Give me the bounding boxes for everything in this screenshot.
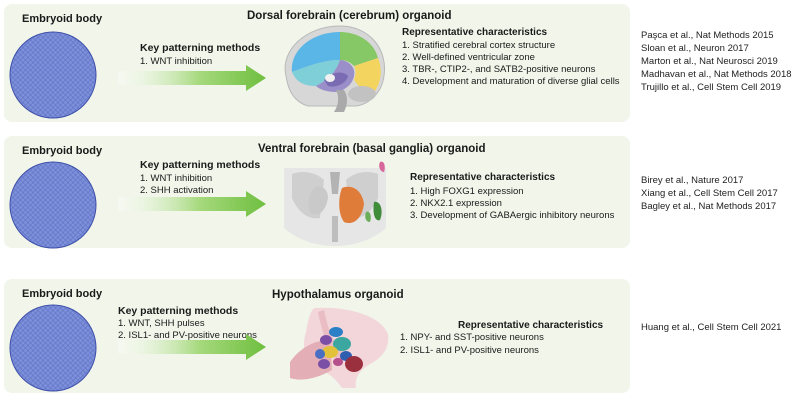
reference-item: Sloan et al., Neuron 2017 <box>641 43 749 54</box>
characteristics-title: Representative characteristics <box>410 172 556 183</box>
patterning-arrow <box>118 65 266 91</box>
reference-item: Paşca et al., Nat Methods 2015 <box>641 30 774 41</box>
organoid-title: Dorsal forebrain (cerebrum) organoid <box>247 10 452 22</box>
characteristics-title: Representative characteristics <box>402 27 548 38</box>
basal-ganglia-illustration <box>284 161 386 246</box>
characteristic-item: 1. Stratified cerebral cortex structure <box>402 40 556 51</box>
characteristic-item: 2. ISL1- and PV-positive neurons <box>400 345 539 356</box>
key-methods-title: Key patterning methods <box>118 305 239 317</box>
patterning-arrow <box>118 334 266 360</box>
reference-item: Marton et al., Nat Neurosci 2019 <box>641 56 778 67</box>
cerebrum-brain-illustration <box>284 25 386 112</box>
embryoid-body-label: Embryoid body <box>22 13 103 25</box>
reference-item: Madhavan et al., Nat Methods 2018 <box>641 69 792 80</box>
embryoid-body-image <box>9 161 97 249</box>
organoid-title: Ventral forebrain (basal ganglia) organo… <box>258 143 486 155</box>
method-item: 1. WNT inhibition <box>140 56 213 67</box>
embryoid-body-label: Embryoid body <box>22 145 103 157</box>
characteristic-item: 1. NPY- and SST-positive neurons <box>400 332 544 343</box>
characteristic-item: 4. Development and maturation of diverse… <box>402 76 620 87</box>
method-item: 2. SHH activation <box>140 185 214 196</box>
characteristic-item: 3. Development of GABAergic inhibitory n… <box>410 210 615 221</box>
characteristic-item: 2. Well-defined ventricular zone <box>402 52 535 63</box>
organoid-title: Hypothalamus organoid <box>272 289 404 301</box>
key-methods-title: Key patterning methods <box>140 42 261 54</box>
characteristic-item: 3. TBR-, CTIP2-, and SATB2-positive neur… <box>402 64 596 75</box>
characteristics-title: Representative characteristics <box>458 320 604 331</box>
patterning-arrow <box>118 191 266 217</box>
embryoid-body-image <box>9 304 97 392</box>
reference-item: Huang et al., Cell Stem Cell 2021 <box>641 322 782 333</box>
reference-item: Xiang et al., Cell Stem Cell 2017 <box>641 188 778 199</box>
method-item: 1. WNT inhibition <box>140 173 213 184</box>
characteristic-item: 1. High FOXG1 expression <box>410 186 524 197</box>
method-item: 1. WNT, SHH pulses <box>118 318 205 329</box>
key-methods-title: Key patterning methods <box>140 159 261 171</box>
hypothalamus-illustration <box>290 307 389 388</box>
embryoid-body-image <box>9 31 97 119</box>
reference-item: Trujillo et al., Cell Stem Cell 2019 <box>641 82 782 93</box>
reference-item: Birey et al., Nature 2017 <box>641 175 744 186</box>
embryoid-body-label: Embryoid body <box>22 288 103 300</box>
characteristic-item: 2. NKX2.1 expression <box>410 198 502 209</box>
method-item: 2. ISL1- and PV-positive neurons <box>118 330 257 341</box>
reference-item: Bagley et al., Nat Methods 2017 <box>641 201 777 212</box>
